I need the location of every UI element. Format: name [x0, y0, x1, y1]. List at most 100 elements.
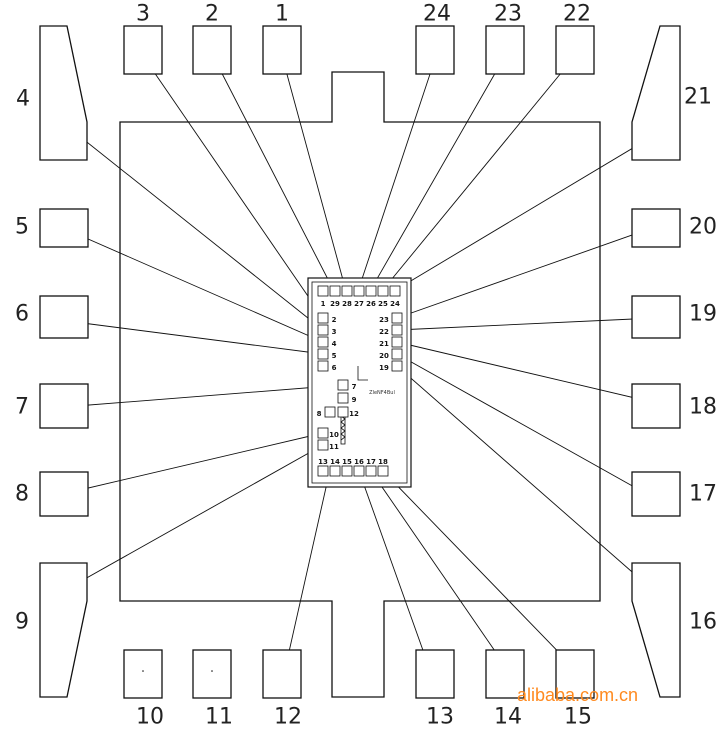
- die-pad-label: 26: [366, 300, 376, 308]
- package-pad-label: 18: [689, 395, 717, 420]
- package-pad-17: 17: [631, 471, 717, 517]
- chip-die-inner: [311, 281, 408, 484]
- package-pad-shape: [631, 562, 681, 698]
- package-pad-shape: [39, 562, 88, 698]
- die-pad-12: 12: [337, 406, 359, 418]
- die-pad-28: 28: [341, 285, 353, 308]
- package-pad-4: 4: [16, 25, 88, 161]
- bond-wire-17-20: [396, 353, 653, 498]
- package-pad-shape: [631, 471, 681, 517]
- die-pad-square: [337, 379, 349, 391]
- die-pad-square: [391, 360, 403, 372]
- bond-wire-24-27: [357, 55, 437, 292]
- package-pad-shape: [39, 295, 89, 339]
- package-pad-12: 12: [262, 649, 302, 730]
- package-pad-shape: [415, 25, 455, 75]
- package-pad-label: 12: [274, 705, 302, 730]
- die-pad-10: 10: [317, 427, 339, 439]
- package-pad-shape: [39, 471, 89, 517]
- package-pad-shape: [39, 25, 88, 161]
- die-marking: ZleNF4Bul: [369, 390, 395, 396]
- bond-wire-2-29: [212, 55, 335, 292]
- die-pad-4: 4: [317, 336, 337, 348]
- die-pad-square: [377, 285, 389, 297]
- die-pad-23: 23: [379, 312, 403, 324]
- die-pad-square: [317, 465, 329, 477]
- die-pad-8: 8: [317, 406, 336, 418]
- die-pad-label: 11: [329, 443, 339, 451]
- die-pad-square: [353, 285, 365, 297]
- die-pad-15: 15: [341, 458, 353, 477]
- die-pad-7: 7: [337, 379, 357, 391]
- package-pad-shape: [485, 25, 525, 75]
- package-pad-label: 20: [689, 215, 717, 240]
- package-pad-shape: [123, 25, 163, 75]
- package-pad-9: 9: [15, 562, 88, 698]
- die-pad-square: [391, 312, 403, 324]
- package-pad-label: 2: [205, 2, 219, 27]
- die-pad-label: 7: [352, 383, 357, 391]
- package-pad-22: 22: [555, 2, 595, 75]
- die-pad-label: 14: [330, 458, 340, 466]
- die-pad-6: 6: [317, 360, 337, 372]
- package-pad-shape: [123, 649, 163, 699]
- bond-wire-15-18: [382, 470, 575, 669]
- pad-dot-10: [142, 670, 144, 672]
- package-pad-label: 4: [16, 87, 30, 112]
- bond-wire-3-2: [142, 55, 324, 319]
- package-pad-shape: [631, 383, 681, 429]
- die-corner-mark: [357, 366, 368, 381]
- die-pad-square: [324, 406, 336, 418]
- bond-wire-13-16: [358, 470, 431, 671]
- die-pad-square: [337, 406, 349, 418]
- bond-wire-1-28: [281, 55, 347, 292]
- die-pad-square: [353, 465, 365, 477]
- bond-wire-7-7: [63, 384, 344, 408]
- die-pad-square: [317, 348, 329, 360]
- package-pad-10: 10: [123, 649, 164, 730]
- die-pad-14: 14: [329, 458, 341, 477]
- die-pad-label: 5: [332, 352, 337, 360]
- die-pad-square: [317, 360, 329, 372]
- die-pad-square: [317, 312, 329, 324]
- die-pad-square: [317, 324, 329, 336]
- die-pad-label: 8: [317, 410, 322, 418]
- die-pad-label: 12: [349, 410, 359, 418]
- package-pad-label: 16: [689, 610, 717, 635]
- package-pad-shape: [555, 649, 595, 699]
- die-pad-square: [317, 336, 329, 348]
- die-pad-label: 18: [378, 458, 388, 466]
- package-pad-label: 3: [136, 2, 150, 27]
- package-pad-label: 5: [15, 215, 29, 240]
- die-pad-square: [317, 427, 329, 439]
- package-pad-3: 3: [123, 2, 163, 75]
- die-pad-label: 17: [366, 458, 376, 466]
- die-pad-16: 16: [353, 458, 365, 477]
- die-pad-20: 20: [379, 348, 403, 360]
- package-pad-shape: [631, 295, 681, 339]
- package-pad-2: 2: [192, 2, 232, 75]
- package-pad-label: 21: [684, 85, 712, 110]
- package-pad-label: 13: [426, 705, 454, 730]
- die-pad-label: 20: [379, 352, 389, 360]
- package-pad-23: 23: [485, 2, 525, 75]
- package-pad-label: 23: [494, 2, 522, 27]
- package-pad-shape: [415, 649, 455, 699]
- package-pad-11: 11: [192, 649, 233, 730]
- die-resistor-zigzag: [340, 415, 346, 441]
- package-pad-6: 6: [15, 295, 89, 339]
- package-pad-15: 15: [555, 649, 595, 730]
- die-paddle: [119, 71, 601, 698]
- die-pad-label: 13: [318, 458, 328, 466]
- bond-wire-21-24: [393, 135, 654, 292]
- die-pad-13: 13: [317, 458, 329, 477]
- package-pad-8: 8: [15, 471, 89, 517]
- package-pad-label: 24: [423, 2, 451, 27]
- die-pad-label: 27: [354, 300, 364, 308]
- bond-wire-20-23: [396, 227, 653, 319]
- package-pad-shape: [39, 208, 89, 248]
- die-pad-label: 29: [330, 300, 340, 308]
